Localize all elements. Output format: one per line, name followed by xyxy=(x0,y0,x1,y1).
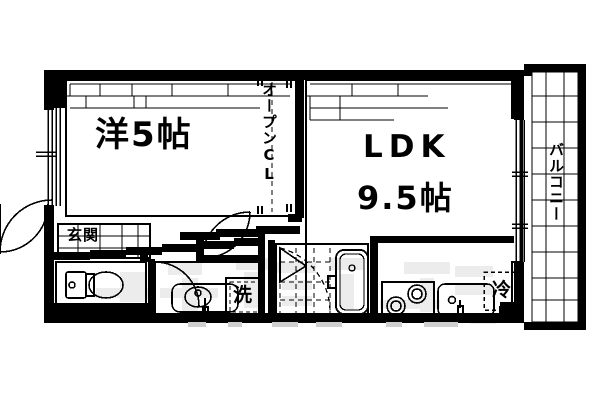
washing-machine-space xyxy=(225,277,265,317)
genkan-tile-grid xyxy=(58,224,150,259)
toilet-fixture xyxy=(65,271,124,299)
open-closet-label: オープンCL xyxy=(260,82,278,184)
kitchen-sink-fixture xyxy=(437,283,495,317)
western-room-door-swing xyxy=(201,211,251,261)
ldk-wall-hatch xyxy=(305,83,512,121)
room-outlines xyxy=(55,79,523,319)
ldk-size-label: 9.5帖 xyxy=(357,179,454,217)
western-room-window xyxy=(36,106,61,206)
entrance-door-swing xyxy=(0,199,53,256)
western-room-label: 洋5帖 xyxy=(95,115,193,155)
bottom-wall-marks xyxy=(188,322,458,327)
bath-unit-fixtures xyxy=(279,246,369,315)
two-burner-stove xyxy=(381,281,435,317)
ldk-label: LDK xyxy=(363,129,451,165)
toilet-door-swing xyxy=(154,261,200,318)
balcony-label: バルコニー xyxy=(547,142,565,222)
balcony-grid xyxy=(531,71,579,323)
balcony-sliding-door xyxy=(512,120,528,262)
entrance-label: 玄関 xyxy=(67,226,100,244)
western-room-wall-hatch xyxy=(65,83,292,109)
refrigerator-label: 冷 xyxy=(492,279,512,301)
open-closet xyxy=(257,80,292,214)
refrigerator-space xyxy=(483,271,521,311)
washing-machine-label: 洗 xyxy=(233,284,253,306)
interior-walls xyxy=(54,78,522,322)
kitchen-counter-outline xyxy=(378,241,514,319)
vanity-sink-fixture xyxy=(171,283,239,314)
